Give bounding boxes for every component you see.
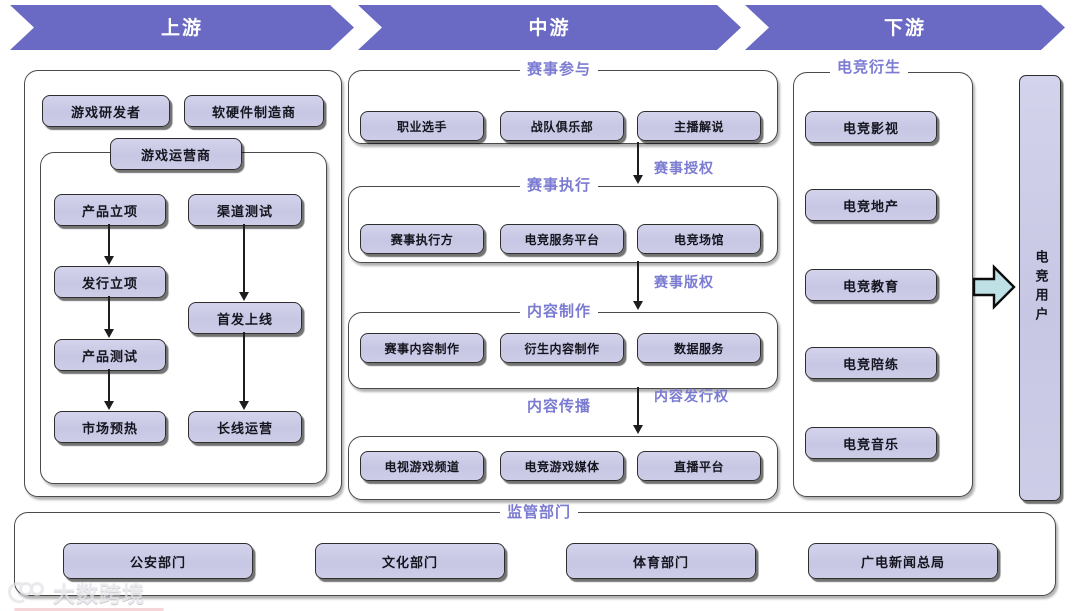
connector-arrowhead [103,401,114,410]
node-label: 直播平台 [673,459,724,474]
node-product-testing[interactable]: 产品测试 [54,339,166,371]
node-event-operator[interactable]: 赛事执行方 [360,224,484,254]
node-label: 广电新闻总局 [860,555,945,571]
node-live-streaming-platform[interactable]: 直播平台 [637,451,761,481]
node-label: 电竞用户 [1032,250,1048,326]
node-public-security-department[interactable]: 公安部门 [63,543,253,579]
node-esports-education[interactable]: 电竞教育 [805,269,937,301]
node-label: 职业选手 [396,119,447,134]
node-culture-department[interactable]: 文化部门 [315,543,505,579]
connector-arrowhead [103,329,114,338]
connector-line [637,387,640,427]
node-esports-real-estate[interactable]: 电竞地产 [805,189,937,221]
flow-label-event-copyright: 赛事版权 [654,275,714,291]
node-label: 公安部门 [129,555,186,571]
connector-arrowhead [238,292,249,301]
node-label: 电竞音乐 [842,437,899,453]
node-label: 电竞教育 [842,279,899,295]
connector-line [108,296,111,330]
node-game-operator[interactable]: 游戏运营商 [110,138,242,170]
connector-arrowhead [238,401,249,410]
node-label: 电竞游戏媒体 [524,459,600,474]
connector-line [243,332,246,402]
node-hardware-manufacturer[interactable]: 软硬件制造商 [184,95,324,127]
stage-header-label: 中游 [528,17,571,39]
node-label: 电视游戏频道 [384,459,460,474]
node-label: 市场预热 [81,421,138,437]
node-label: 文化部门 [381,555,438,571]
node-pro-player[interactable]: 职业选手 [360,111,484,141]
stage-header-label: 下游 [883,17,926,39]
node-label: 主播解说 [673,119,724,134]
connector-line [108,369,111,402]
node-esports-game-media[interactable]: 电竞游戏媒体 [500,451,624,481]
node-label: 游戏运营商 [140,148,211,164]
node-label: 软硬件制造商 [211,105,296,121]
group-title-content-production: 内容制作 [520,304,599,319]
node-tv-game-channel[interactable]: 电视游戏频道 [360,451,484,481]
node-game-developer[interactable]: 游戏研发者 [42,95,170,127]
node-label: 产品测试 [81,349,138,365]
stage-header-midstream: 中游 [358,5,741,50]
transition-arrow-icon [972,264,1016,310]
connector-line [637,142,640,177]
node-product-approval[interactable]: 产品立项 [54,194,166,226]
connector-arrowhead [632,301,643,310]
node-team-club[interactable]: 战队俱乐部 [500,111,624,141]
flow-label-event-authorization: 赛事授权 [654,161,714,177]
node-label: 长线运营 [216,421,273,437]
group-title-content-distribution: 内容传播 [520,399,599,414]
stage-header-downstream: 下游 [745,5,1065,50]
node-esports-users[interactable]: 电竞用户 [1019,75,1061,501]
node-label: 发行立项 [81,276,138,292]
connector-arrowhead [632,175,643,184]
node-market-warmup[interactable]: 市场预热 [54,411,166,443]
group-title-regulator: 监管部门 [500,505,579,520]
connector-arrowhead [632,425,643,434]
node-channel-testing[interactable]: 渠道测试 [188,194,302,226]
node-label: 渠道测试 [216,204,273,220]
node-esports-venue[interactable]: 电竞场馆 [637,224,761,254]
node-esports-music[interactable]: 电竞音乐 [805,427,937,459]
node-sports-department[interactable]: 体育部门 [566,543,756,579]
stage-header-label: 上游 [160,17,203,39]
node-label: 电竞服务平台 [524,232,600,247]
node-publish-approval[interactable]: 发行立项 [54,266,166,298]
node-label: 产品立项 [81,204,138,220]
connector-line [637,261,640,303]
node-event-content-production[interactable]: 赛事内容制作 [360,333,484,363]
group-title-event-execution: 赛事执行 [520,178,599,193]
node-label: 衍生内容制作 [524,341,600,356]
connector-line [243,224,246,293]
node-label: 电竞地产 [842,199,899,215]
node-label: 首发上线 [216,312,273,328]
node-label: 电竞陪练 [842,357,899,373]
group-title-esports-derivative: 电竞衍生 [830,60,909,75]
node-label: 电竞影视 [842,121,899,137]
node-data-service[interactable]: 数据服务 [637,333,761,363]
node-label: 游戏研发者 [70,105,141,121]
node-label: 赛事内容制作 [384,341,460,356]
node-long-term-operation[interactable]: 长线运营 [188,411,302,443]
node-esports-coaching[interactable]: 电竞陪练 [805,347,937,379]
node-esports-service-platform[interactable]: 电竞服务平台 [500,224,624,254]
node-label: 赛事执行方 [390,232,454,247]
node-radio-film-tv-administration[interactable]: 广电新闻总局 [808,543,998,579]
node-streamer-commentator[interactable]: 主播解说 [637,111,761,141]
connector-line [108,224,111,257]
connector-arrowhead [103,256,114,265]
node-label: 电竞场馆 [673,232,724,247]
node-esports-film-tv[interactable]: 电竞影视 [805,111,937,143]
node-label: 体育部门 [632,555,689,571]
group-title-event-participation: 赛事参与 [520,62,599,77]
stage-header-upstream: 上游 [10,5,354,50]
node-label: 战队俱乐部 [530,119,594,134]
flow-label-content-distribution-right: 内容发行权 [654,389,729,405]
node-derivative-content-production[interactable]: 衍生内容制作 [500,333,624,363]
node-first-launch[interactable]: 首发上线 [188,302,302,334]
node-label: 数据服务 [673,341,724,356]
